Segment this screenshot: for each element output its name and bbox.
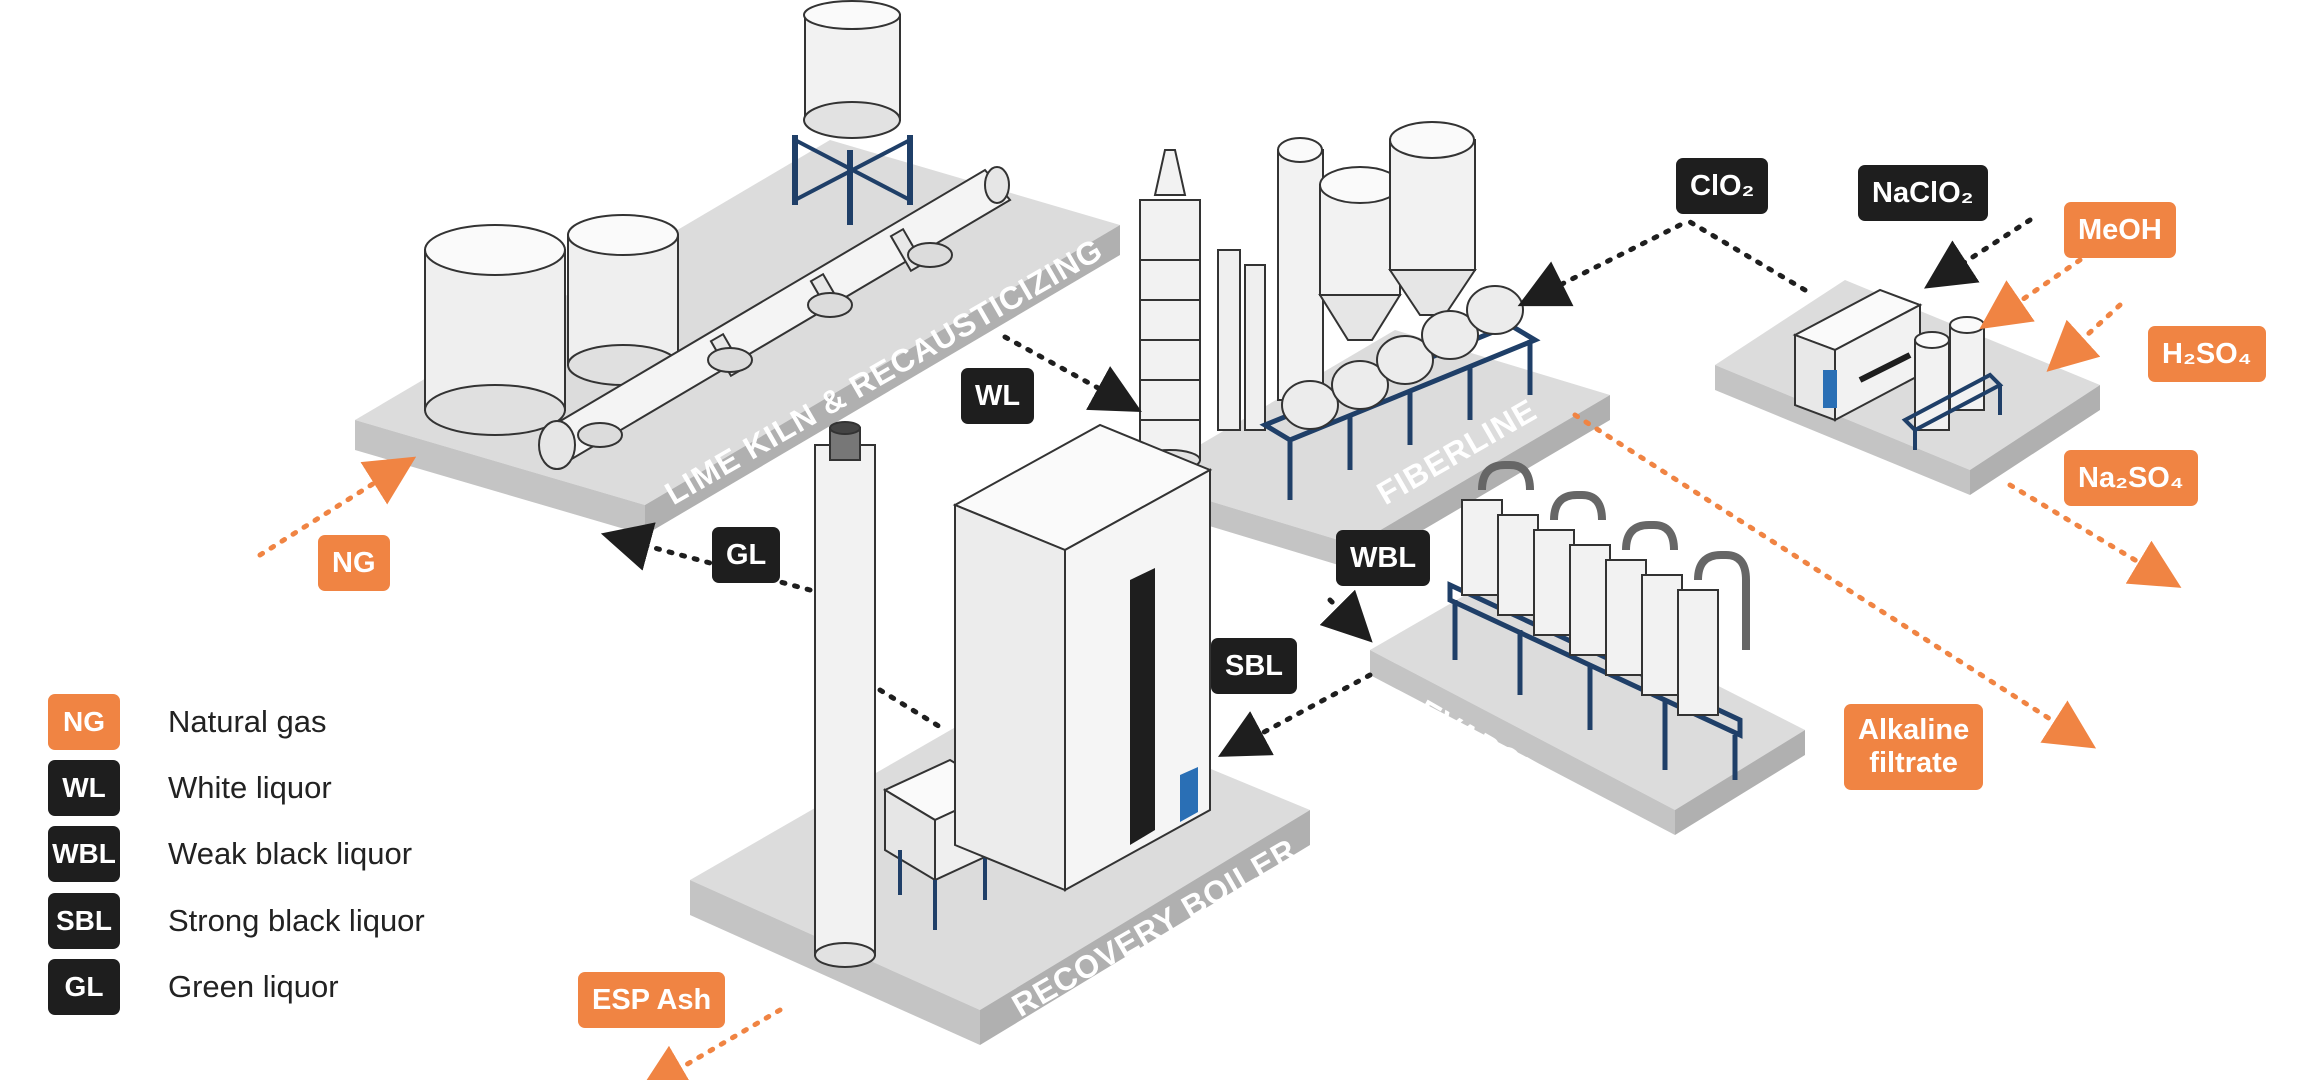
wbl-tag: WBL [1336,530,1431,586]
evaporation-equipment [1447,461,1750,780]
legend-badge-ng: NG [48,694,120,750]
flow-lines [257,217,2182,1080]
recovery-boiler-equipment [814,421,1213,968]
legend-label-wbl: Weak black liquor [168,836,413,871]
lime-kiln-equipment [424,0,1012,470]
na2so4-tag: Na₂SO₄ [2064,450,2198,506]
alkaline-filtrate-tag: Alkaline filtrate [1844,704,1984,790]
legend-badge-wl: WL [48,760,120,816]
gl-tag: GL [712,527,781,583]
legend-label-sbl: Strong black liquor [168,903,425,938]
esp-ash-tag: ESP Ash [578,972,726,1028]
h2so4-tag: H₂SO₄ [2148,326,2266,382]
alkaline-filtrate-line2: filtrate [1869,747,1958,779]
ng-tag: NG [318,535,390,591]
legend-label-wl: White liquor [168,770,332,805]
legend-badge-sbl: SBL [48,893,120,949]
naclo2-tag: NaClO₂ [1858,165,1988,221]
clo2-plant-equipment [1792,288,2004,450]
legend-label-ng: Natural gas [168,704,327,739]
meoh-tag: MeOH [2064,202,2176,258]
legend-label-gl: Green liquor [168,969,339,1004]
sbl-tag: SBL [1211,638,1297,694]
legend-badge-wbl: WBL [48,826,120,882]
wl-tag: WL [961,368,1035,424]
alkaline-filtrate-line1: Alkaline [1858,714,1970,746]
legend-badge-gl: GL [48,959,120,1015]
clo2-tag: ClO₂ [1676,158,1769,214]
